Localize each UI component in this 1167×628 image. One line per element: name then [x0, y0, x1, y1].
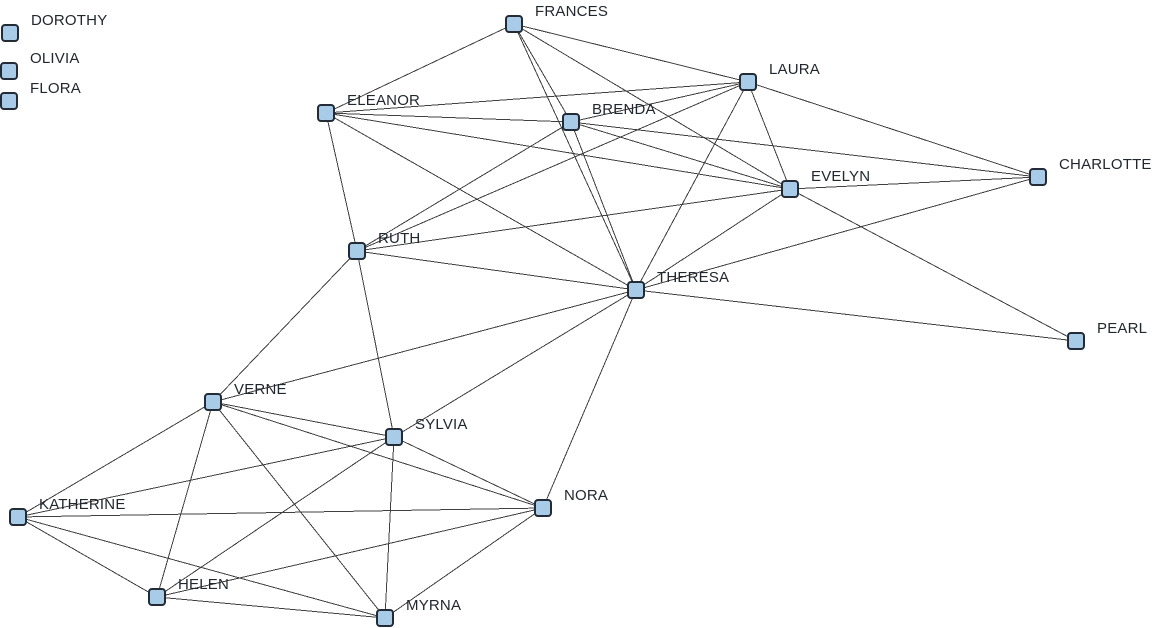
edge-verne-nora [212, 401, 544, 509]
edge-brenda-laura [570, 81, 749, 123]
edge-laura-evelyn [747, 81, 791, 190]
node-verne[interactable] [204, 393, 222, 411]
edge-theresa-nora [542, 289, 637, 509]
edge-theresa-pearl [635, 289, 1077, 342]
node-sylvia[interactable] [385, 428, 403, 446]
edge-laura-theresa [635, 81, 749, 291]
edge-brenda-theresa [570, 121, 637, 291]
node-label-verne: VERNE [234, 381, 287, 398]
edge-verne-myrna [212, 401, 386, 619]
node-brenda[interactable] [562, 113, 580, 131]
edge-evelyn-ruth [356, 188, 791, 252]
edge-ruth-verne [212, 250, 358, 403]
node-label-sylvia: SYLVIA [415, 416, 468, 433]
edge-helen-myrna [156, 596, 386, 619]
edge-verne-katherine [17, 401, 214, 518]
edge-frances-brenda [513, 23, 572, 123]
node-evelyn[interactable] [781, 180, 799, 198]
node-eleanor[interactable] [317, 104, 335, 122]
edge-katherine-helen [17, 516, 158, 598]
edge-nora-katherine [17, 507, 544, 518]
node-label-katherine: KATHERINE [39, 496, 126, 513]
node-helen[interactable] [148, 588, 166, 606]
edge-evelyn-pearl [789, 188, 1077, 342]
edges-layer [17, 23, 1077, 619]
labels-layer: DOROTHY OLIVIA FLORA FRANCES LAURA ELEANOR BRE… [30, 3, 1152, 614]
node-label-ruth: RUTH [378, 230, 420, 247]
node-label-frances: FRANCES [535, 3, 608, 20]
node-nora[interactable] [534, 499, 552, 517]
node-frances[interactable] [505, 15, 523, 33]
edge-frances-laura [513, 23, 749, 83]
edge-nora-helen [156, 507, 544, 598]
node-theresa[interactable] [627, 281, 645, 299]
node-myrna[interactable] [376, 609, 394, 627]
edge-sylvia-helen [156, 436, 395, 598]
edge-laura-charlotte [747, 81, 1039, 178]
node-laura[interactable] [739, 73, 757, 91]
node-label-charlotte: CHARLOTTE [1059, 156, 1152, 173]
edge-ruth-sylvia [356, 250, 395, 438]
node-label-olivia: OLIVIA [30, 50, 80, 67]
edge-verne-sylvia [212, 401, 395, 438]
node-label-flora: FLORA [30, 80, 81, 97]
edge-evelyn-charlotte [789, 176, 1039, 190]
node-label-theresa: THERESA [657, 269, 729, 286]
node-label-myrna: MYRNA [406, 597, 461, 614]
edge-brenda-charlotte [570, 121, 1039, 178]
edge-eleanor-evelyn [325, 112, 791, 190]
edge-eleanor-theresa [325, 112, 637, 291]
node-label-dorothy: DOROTHY [31, 12, 107, 29]
edge-charlotte-theresa [635, 176, 1039, 291]
node-dorothy[interactable] [1, 24, 19, 42]
node-katherine[interactable] [9, 508, 27, 526]
edge-verne-helen [156, 401, 214, 598]
edge-sylvia-katherine [17, 436, 395, 518]
nodes-layer [0, 15, 1085, 627]
edge-katherine-myrna [17, 516, 386, 619]
edge-theresa-sylvia [393, 289, 637, 438]
node-label-pearl: PEARL [1097, 320, 1147, 337]
edge-eleanor-brenda [325, 112, 572, 123]
edge-frances-eleanor [325, 23, 515, 114]
node-label-laura: LAURA [769, 61, 820, 78]
edge-sylvia-myrna [384, 436, 395, 619]
node-label-evelyn: EVELYN [811, 168, 870, 185]
edge-eleanor-ruth [325, 112, 358, 252]
node-label-helen: HELEN [178, 576, 229, 593]
node-label-eleanor: ELEANOR [347, 92, 420, 109]
edge-brenda-ruth [356, 121, 572, 252]
node-pearl[interactable] [1067, 332, 1085, 350]
node-olivia[interactable] [0, 62, 18, 80]
edge-sylvia-nora [393, 436, 544, 509]
edge-laura-ruth [356, 81, 749, 252]
edge-nora-myrna [384, 507, 544, 619]
node-flora[interactable] [0, 92, 18, 110]
edge-theresa-ruth [356, 250, 637, 291]
edge-eleanor-laura [325, 81, 749, 114]
edge-theresa-verne [212, 289, 637, 403]
node-label-nora: NORA [564, 487, 608, 504]
edge-brenda-evelyn [570, 121, 791, 190]
node-ruth[interactable] [348, 242, 366, 260]
edge-frances-evelyn [513, 23, 791, 190]
node-charlotte[interactable] [1029, 168, 1047, 186]
node-label-brenda: BRENDA [592, 101, 656, 118]
edge-evelyn-theresa [635, 188, 791, 291]
